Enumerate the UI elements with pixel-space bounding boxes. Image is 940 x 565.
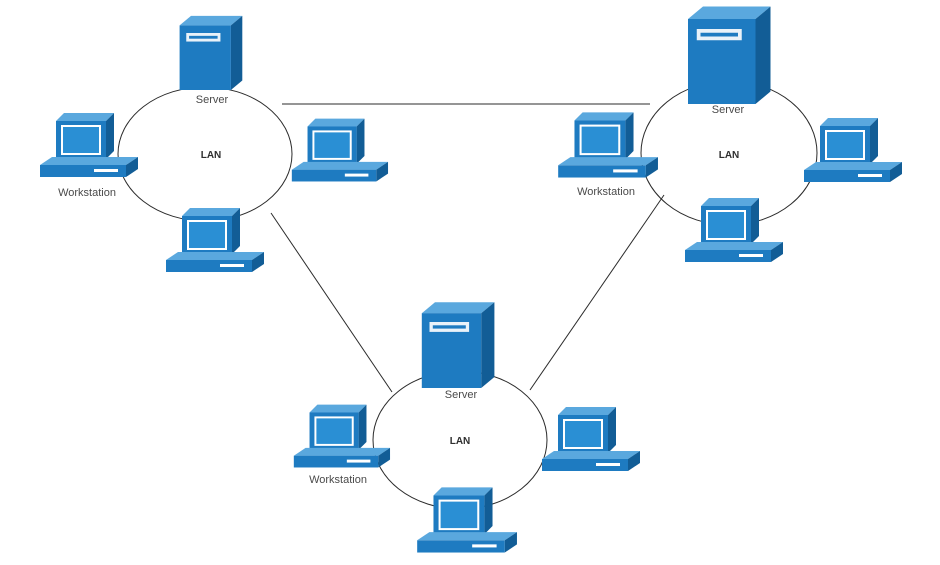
server-label: Server <box>196 94 229 106</box>
wan-link-left <box>270 212 393 393</box>
workstation-label: Workstation <box>309 474 367 486</box>
workstation-icon <box>291 118 389 182</box>
lan-label: LAN <box>450 436 471 447</box>
server-icon <box>179 15 243 90</box>
wan-link-right <box>529 194 665 391</box>
workstation-icon <box>166 208 264 272</box>
workstation-icon <box>685 198 783 262</box>
lan-top-left: Server LAN Workstation <box>40 15 389 272</box>
server-icon <box>421 302 495 388</box>
server-label: Server <box>712 104 745 116</box>
lan-label: LAN <box>719 150 740 161</box>
workstation-icon <box>542 407 640 471</box>
workstation-icon <box>804 118 902 182</box>
workstation-icon <box>293 404 391 468</box>
lan-bottom: Server LAN Workstation <box>293 302 640 553</box>
workstation-icon <box>558 112 658 178</box>
lan-label: LAN <box>201 150 222 161</box>
server-icon <box>688 6 771 104</box>
workstation-icon <box>417 487 517 553</box>
workstation-label: Workstation <box>58 187 116 199</box>
lan-top-right: Server LAN Workstation <box>558 6 902 262</box>
workstation-icon <box>40 113 138 177</box>
workstation-label: Workstation <box>577 186 635 198</box>
server-label: Server <box>445 389 478 401</box>
